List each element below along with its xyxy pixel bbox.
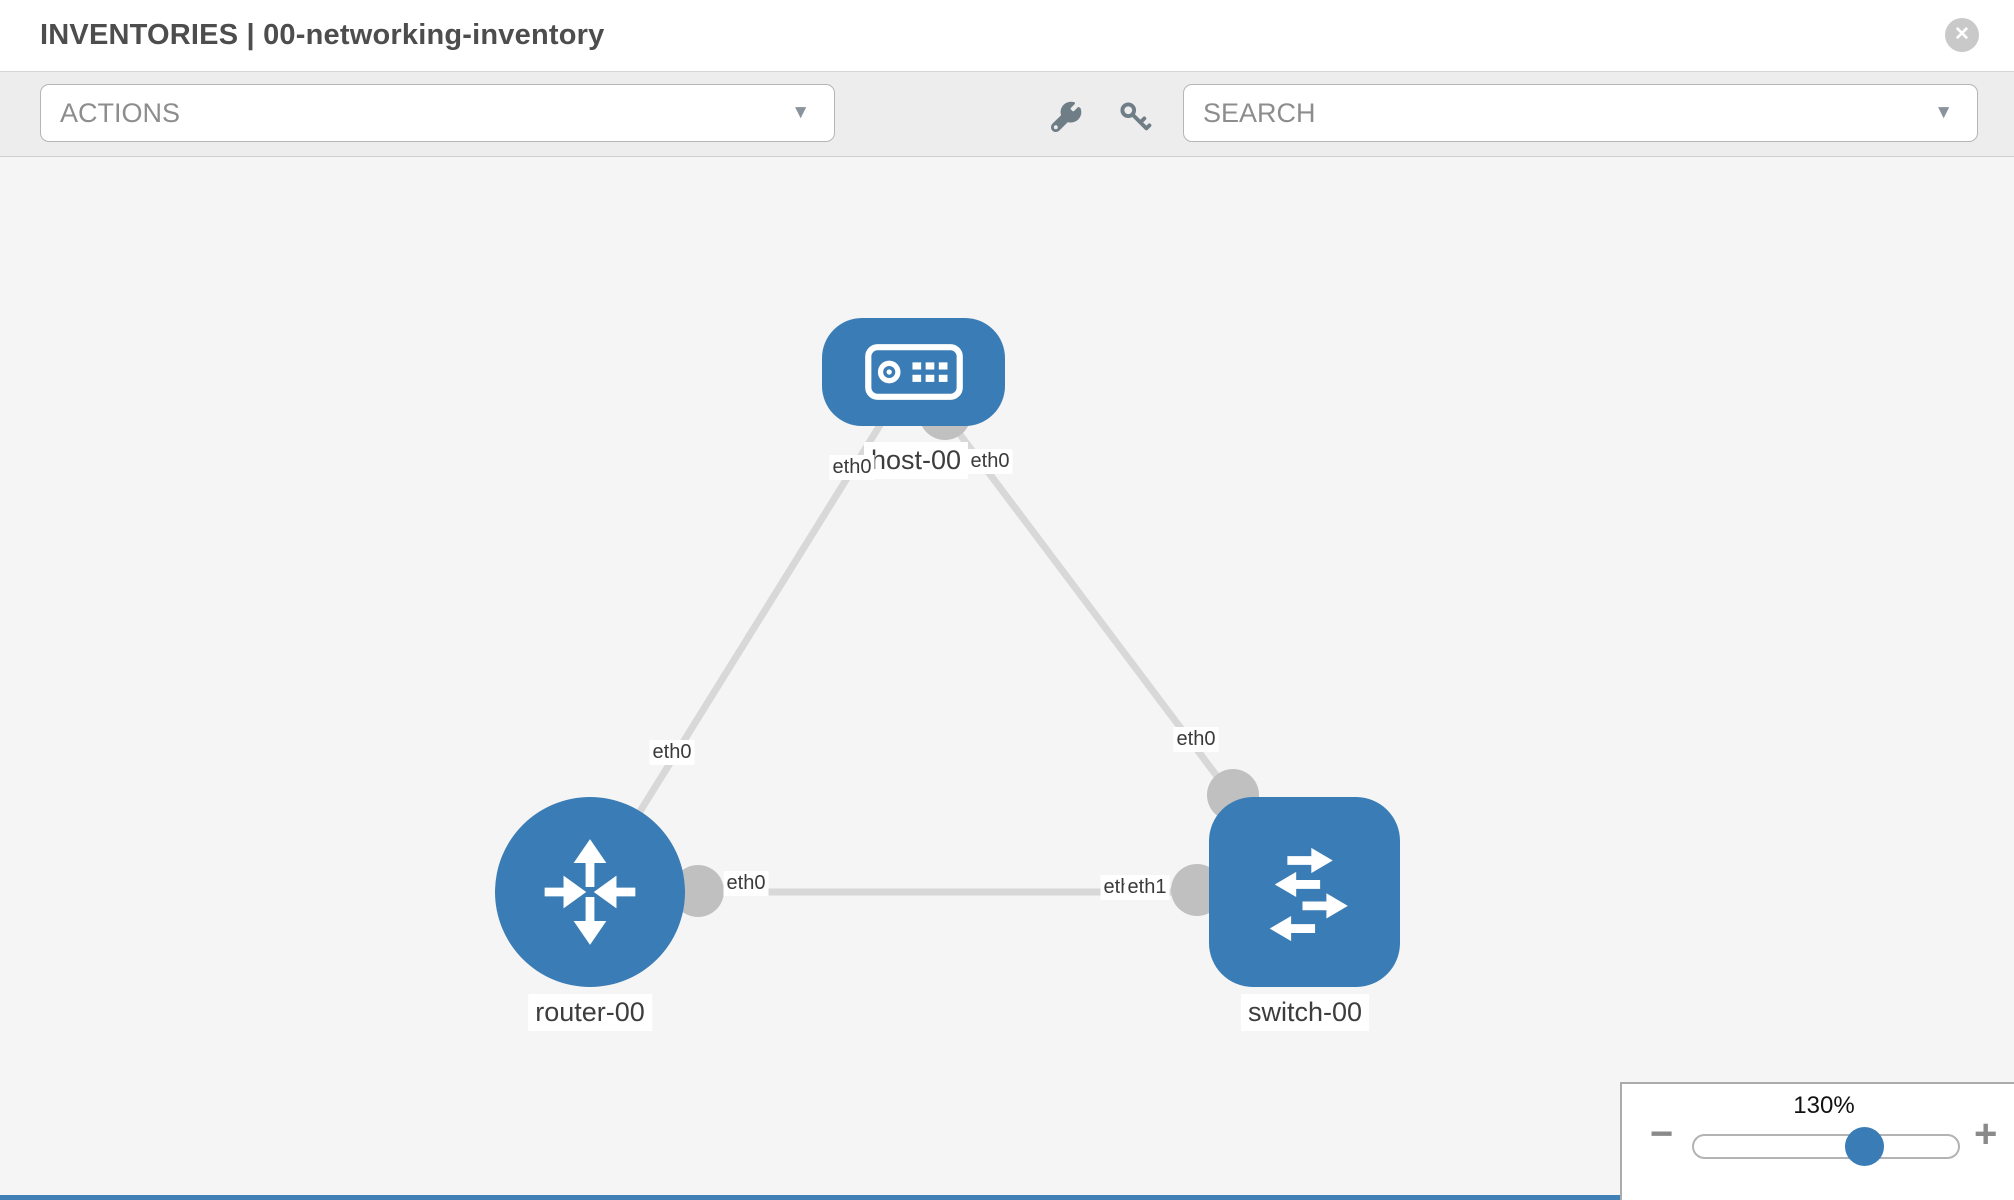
zoom-slider-handle[interactable] — [1845, 1127, 1884, 1166]
zoom-in-button[interactable]: + — [1974, 1112, 1998, 1156]
search-dropdown[interactable]: SEARCH ▼ — [1183, 84, 1978, 142]
chevron-down-icon: ▼ — [1934, 102, 1953, 123]
iface-label-host-to-switch: eth0 — [967, 449, 1013, 474]
node-label-host: host-00 — [863, 442, 969, 479]
port-dot-router[interactable] — [672, 865, 724, 917]
node-switch-00[interactable] — [1209, 797, 1400, 987]
iface-label-switch-to-router: eth1 — [1124, 875, 1170, 900]
bottom-accent-bar — [0, 1195, 1622, 1200]
zoom-slider-track[interactable] — [1692, 1134, 1960, 1159]
chevron-down-icon: ▼ — [791, 102, 810, 123]
iface-label-switch-to-host: eth0 — [1173, 727, 1219, 752]
host-icon — [864, 344, 963, 400]
router-icon — [544, 839, 636, 945]
search-dropdown-label: SEARCH — [1203, 98, 1316, 128]
iface-label-router-to-switch: eth0 — [723, 871, 769, 896]
topology-canvas[interactable] — [0, 157, 2014, 1200]
node-router-00[interactable] — [495, 797, 685, 987]
iface-label-host-to-router: eth0 — [829, 455, 875, 480]
actions-dropdown[interactable]: ACTIONS ▼ — [40, 84, 835, 142]
zoom-level-value: 130% — [1793, 1092, 1855, 1119]
iface-label-router-to-host: eth0 — [649, 740, 695, 765]
switch-icon — [1269, 847, 1348, 942]
node-label-router: router-00 — [528, 994, 652, 1031]
header: INVENTORIES | 00-networking-inventory ✕ — [0, 0, 2014, 71]
actions-dropdown-label: ACTIONS — [60, 98, 181, 128]
key-icon[interactable] — [1117, 99, 1153, 135]
page-title: INVENTORIES | 00-networking-inventory — [40, 19, 605, 51]
node-label-switch: switch-00 — [1240, 994, 1370, 1031]
toolbar: ACTIONS ▼ SEARCH ▼ — [0, 71, 2014, 157]
close-icon[interactable]: ✕ — [1945, 18, 1979, 52]
zoom-control-panel: 130% − + — [1620, 1082, 2014, 1200]
wrench-icon-svg — [1051, 101, 1082, 132]
key-icon-svg — [1120, 102, 1152, 131]
zoom-out-button[interactable]: − — [1650, 1112, 1674, 1156]
wrench-icon[interactable] — [1048, 99, 1084, 135]
node-host-00[interactable] — [822, 318, 1005, 426]
